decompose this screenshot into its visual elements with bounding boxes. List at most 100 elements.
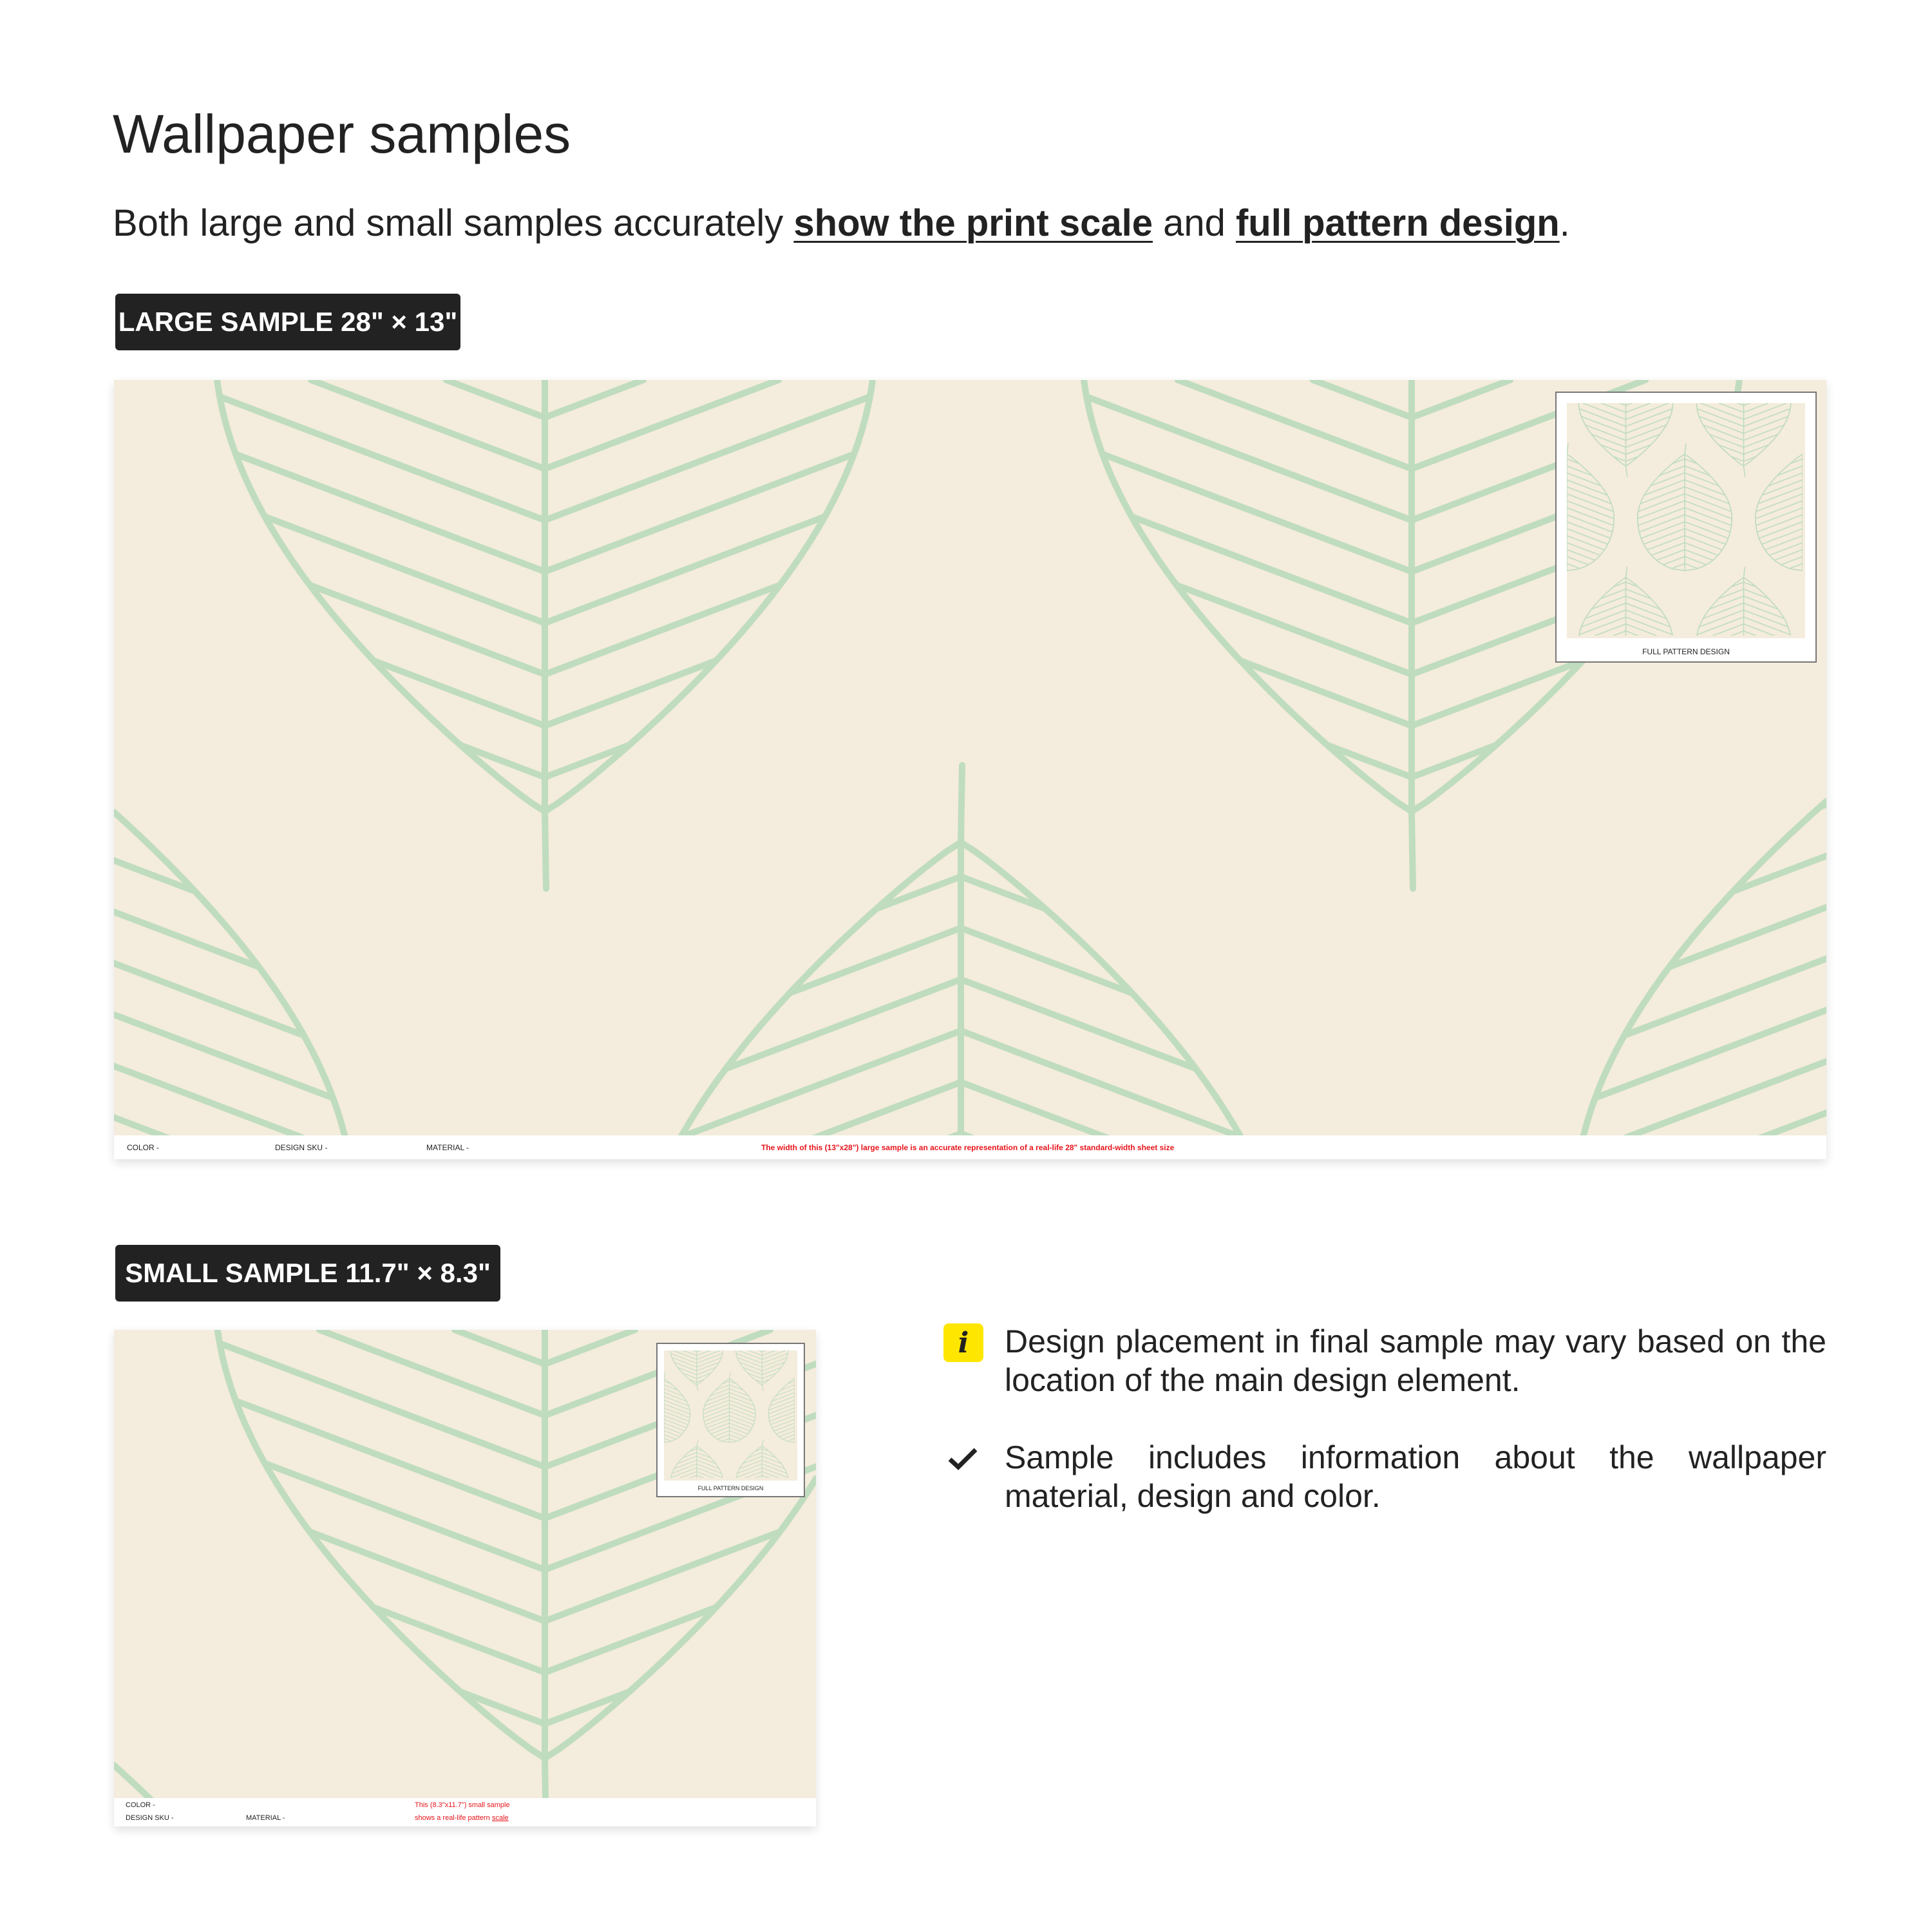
leaf-vein [114,909,262,971]
leaf-vein [769,1411,795,1422]
leaf-vein [748,1452,762,1459]
leaf-vein [1743,403,1750,406]
leaf-vein [782,1434,795,1440]
leaf-vein [1684,556,1707,565]
leaf-vein [542,513,828,627]
print-scale-link[interactable]: show the print scale [793,202,1153,244]
leaf-vein [1651,542,1685,556]
leaf-vein [1625,630,1639,636]
leaf-vein [729,1399,755,1410]
leaf-vein [1637,500,1685,520]
leaf-vein [1758,521,1803,539]
leaf-stem [664,1372,666,1379]
leaf-vein [1613,456,1627,462]
small-sample-image: FULL PATTERN DESIGN COLOR - DESIGN SKU -… [114,1330,816,1826]
leaf-vein [1743,403,1787,421]
leaf-vein [1730,582,1745,588]
leaf-vein [1578,408,1627,427]
leaf-vein [542,1528,783,1625]
leaf-vein [1173,582,1415,678]
leaf-stem [696,1440,699,1446]
leaf-vein [664,1399,690,1410]
leaf-vein [779,1430,795,1437]
leaf-vein [1780,556,1803,565]
leaf-vein [1625,456,1639,462]
leaf-vein [232,1397,548,1522]
leaf-outline [789,1441,795,1443]
leaf-vein [1698,415,1745,434]
leaf-outline [723,1441,730,1443]
leaf-vein [1743,602,1785,620]
leaf-vein [664,1430,680,1437]
leaf-stem [1625,566,1628,578]
leaf-vein [674,1361,697,1372]
leaf-vein [773,1423,795,1432]
leaf-vein [689,1448,697,1452]
leaf-vein [696,1350,701,1352]
leaf-vein [1709,433,1745,448]
leaf-vein [307,380,548,472]
subtitle: Both large and small samples accurately … [113,201,1570,246]
leaf-vein [1730,630,1745,636]
leaf-vein [542,582,783,678]
material-label: MATERIAL - [246,1814,285,1822]
leaf-vein [1567,507,1615,526]
pattern-design-link[interactable]: full pattern design [1235,202,1560,244]
leaf-vein [1684,521,1729,539]
leaf-vein [678,1027,964,1141]
leaf-vein [739,1361,762,1372]
leaf-vein [542,380,782,472]
leaf-vein [1585,602,1627,620]
leaf-vein [262,1460,548,1573]
leaf-vein [1625,588,1652,600]
leaf-vein [703,1399,730,1410]
leaf-outline [1684,569,1696,571]
leaf-vein [1567,521,1611,539]
leaf-vein [1698,609,1745,628]
design-sku-label: DESIGN SKU - [126,1814,174,1822]
leaf-vein [1324,742,1415,781]
leaf-vein [1671,563,1685,569]
leaf-stem [729,1372,731,1379]
full-pattern-inset: FULL PATTERN DESIGN [656,1343,805,1497]
leaf-vein [696,1367,716,1376]
leaf-vein [1637,507,1685,526]
leaf-vein [1774,549,1803,561]
leaf-vein [1567,528,1609,545]
leaf-vein [1684,458,1698,464]
leaf-vein [1650,472,1685,487]
leaf-vein [770,1396,795,1406]
leaf-stem [696,1385,699,1391]
leaf-vein [1638,493,1685,512]
leaf-vein [457,1689,548,1727]
leaf-vein [696,1471,714,1478]
large-sample-note: The width of this (13"x28") large sample… [761,1143,1175,1152]
leaf-vein [729,1419,753,1428]
scale-link: scale [492,1814,509,1822]
small-sample-note: This (8.3"x11.7") small sample [415,1801,510,1809]
full-pattern-inset: FULL PATTERN DESIGN [1555,392,1817,663]
leaf-vein [787,1438,795,1442]
leaf-vein [729,1423,751,1432]
leaf-vein [1591,595,1627,610]
sample-footer: COLOR - DESIGN SKU - MATERIAL - This (8.… [114,1798,816,1826]
leaf-vein [371,1604,548,1676]
leaf-vein [787,1381,795,1385]
leaf-vein [1756,514,1803,533]
leaf-vein [1567,458,1580,464]
leaf-vein [729,1385,744,1391]
leaf-vein [1743,415,1789,434]
leaf-vein [1613,630,1627,636]
leaf-vein [664,1423,685,1432]
leaf-vein [715,1385,730,1391]
leaf-vein [1737,403,1745,406]
leaf-pattern [114,380,1826,1159]
leaf-vein [1622,955,1826,1039]
leaf-vein [748,1372,762,1379]
leaf-vein [1684,479,1726,496]
leaf-vein [689,1379,697,1383]
leaf-vein [748,1350,762,1356]
placement-note: Design placement in final sample may var… [1005,1323,1826,1398]
leaf-vein [1600,444,1627,455]
leaf-outline [664,1441,670,1443]
